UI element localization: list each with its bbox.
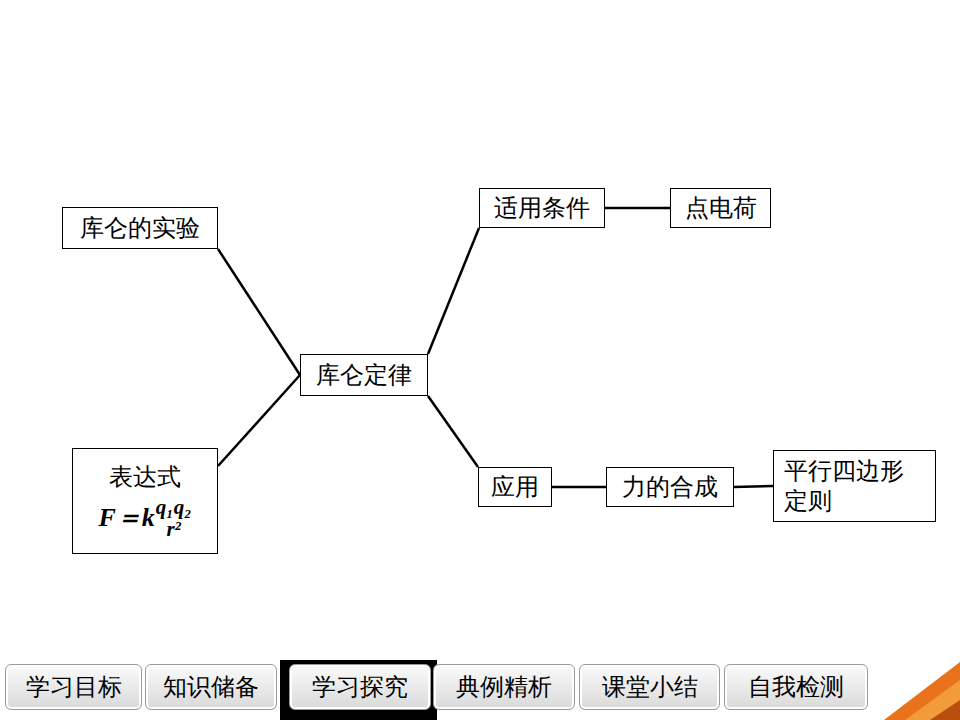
concept-box: 点电荷 [670,188,771,228]
nav-tab: 学习目标 [5,664,142,710]
corner-decoration [884,662,960,720]
nav-tab: 知识储备 [145,664,277,710]
box-heading: 表达式 [109,462,181,492]
concept-box: 库仑定律 [300,354,428,396]
concept-box: 库仑的实验 [62,207,218,249]
box-label: 点电荷 [685,193,757,223]
nav-tab: 学习探究 [289,664,431,710]
tab-label: 自我检测 [748,672,844,702]
nav-tab: 典例精析 [433,664,575,710]
connector-line [428,228,479,354]
selected-tab-ground [280,660,437,720]
concept-box: 应用 [478,467,552,507]
box-label: 应用 [491,472,539,502]
concept-box: 力的合成 [606,467,734,507]
concept-box: 表达式 F＝kq₁q₂r² [72,448,218,554]
formula-lhs: F＝k [99,505,155,531]
connector-line [218,375,300,466]
box-label: 适用条件 [494,193,590,223]
connector-line [605,207,670,210]
box-label: 平行四边形定则 [784,456,909,516]
tab-label: 知识储备 [163,672,259,702]
connector-line [428,396,478,467]
connector-line [552,486,606,489]
tab-label: 典例精析 [456,672,552,702]
box-label: 库仑的实验 [80,213,200,243]
tab-label: 学习目标 [26,672,122,702]
connector-line [218,249,300,375]
nav-tab: 自我检测 [724,664,868,710]
nav-bar-ground [0,657,960,720]
formula-numerator: q₁q₂ [156,496,192,518]
box-label: 库仑定律 [316,360,412,390]
concept-box: 平行四边形定则 [773,450,936,522]
formula-denominator: r² [166,518,180,540]
corner-decoration [930,700,960,720]
tab-label: 学习探究 [312,672,408,702]
fraction: q₁q₂r² [156,496,192,540]
nav-tab: 课堂小结 [579,664,720,710]
tab-label: 课堂小结 [602,672,698,702]
concept-box: 适用条件 [479,188,605,228]
connector-line [734,486,773,487]
corner-decoration [905,680,960,720]
formula: F＝kq₁q₂r² [99,496,192,540]
box-label: 力的合成 [622,472,718,502]
